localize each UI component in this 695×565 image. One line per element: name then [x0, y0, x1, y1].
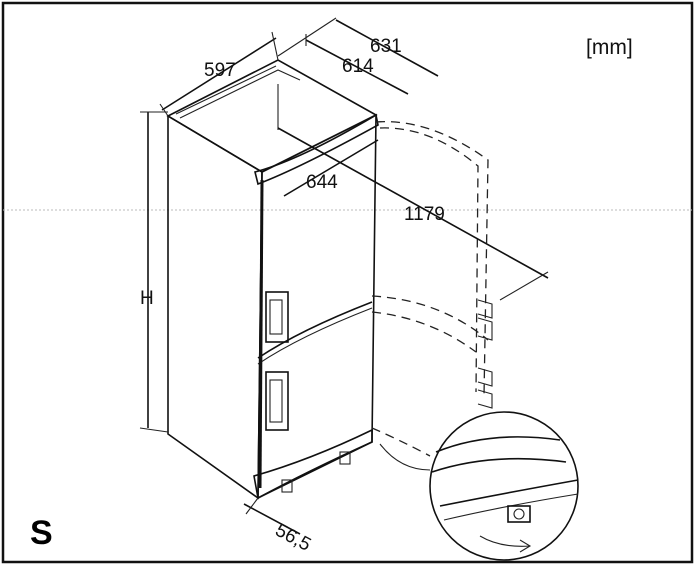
- depth-inner-label: 614: [342, 56, 374, 77]
- plinth-offset-label: 56,5: [272, 520, 315, 556]
- door-clearance-label: 644: [306, 172, 338, 193]
- detail-magnifier: [379, 411, 579, 561]
- open-door-outline: [371, 121, 493, 457]
- height-label: H: [140, 288, 154, 309]
- dimension-lines: [139, 17, 549, 535]
- door-open-depth-label: 1179: [404, 204, 445, 225]
- section-letter: S: [30, 514, 53, 552]
- fridge-body: [166, 59, 379, 500]
- units-label: [mm]: [586, 36, 633, 59]
- upper-door-handle: [265, 291, 289, 343]
- lower-door-handle: [265, 371, 289, 431]
- width-label: 597: [204, 60, 236, 81]
- depth-outer-label: 631: [370, 36, 402, 57]
